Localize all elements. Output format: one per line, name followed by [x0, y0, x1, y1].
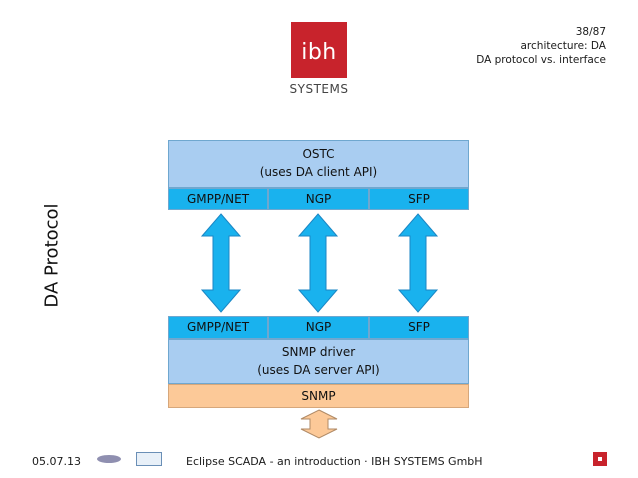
page-number: 38/87 — [575, 26, 606, 38]
snmp-down-arrow — [300, 409, 338, 439]
snmp-driver-subtitle: (uses DA server API) — [257, 363, 380, 377]
company-logo — [291, 22, 347, 78]
section-title: architecture: DA — [520, 40, 607, 52]
snmp-label: SNMP — [301, 389, 336, 403]
snmp-driver-title: SNMP driver — [281, 345, 356, 359]
double-arrow-sfp — [397, 213, 439, 313]
logo-subtitle: SYSTEMS — [289, 82, 349, 96]
bottom-protocol-ngp-label: NGP — [305, 320, 332, 334]
snmp-box: SNMP — [168, 384, 469, 408]
bottom-protocol-gmpp: GMPP/NET — [168, 316, 268, 339]
side-title: DA Protocol — [41, 203, 63, 308]
top-protocol-gmpp-label: GMPP/NET — [186, 192, 250, 206]
double-arrow-ngp — [297, 213, 339, 313]
ostc-subtitle: (uses DA client API) — [259, 165, 378, 179]
ostc-title: OSTC — [302, 147, 335, 161]
bottom-protocol-sfp: SFP — [369, 316, 469, 339]
double-arrow-gmpp — [200, 213, 242, 313]
bottom-protocol-ngp: NGP — [268, 316, 369, 339]
slide-marker-dot — [598, 457, 602, 461]
topic-title: DA protocol vs. interface — [476, 54, 606, 66]
bottom-protocol-gmpp-label: GMPP/NET — [186, 320, 250, 334]
logo-text: ibh — [301, 40, 337, 65]
top-protocol-gmpp: GMPP/NET — [168, 188, 268, 210]
arrows-layer — [200, 213, 439, 313]
snmp-driver-box: SNMP driver (uses DA server API) — [168, 339, 469, 384]
top-protocol-sfp-label: SFP — [408, 192, 430, 206]
footer-text: Eclipse SCADA - an introduction · IBH SY… — [186, 455, 483, 468]
eclipse-logo-icon — [97, 455, 121, 463]
top-protocol-ngp: NGP — [268, 188, 369, 210]
ostc-box: OSTC (uses DA client API) — [168, 140, 469, 188]
top-protocol-sfp: SFP — [369, 188, 469, 210]
footer-date: 05.07.13 — [32, 455, 81, 468]
top-protocol-ngp-label: NGP — [305, 192, 332, 206]
bottom-protocol-sfp-label: SFP — [408, 320, 430, 334]
partner-logo-icon — [136, 452, 162, 466]
